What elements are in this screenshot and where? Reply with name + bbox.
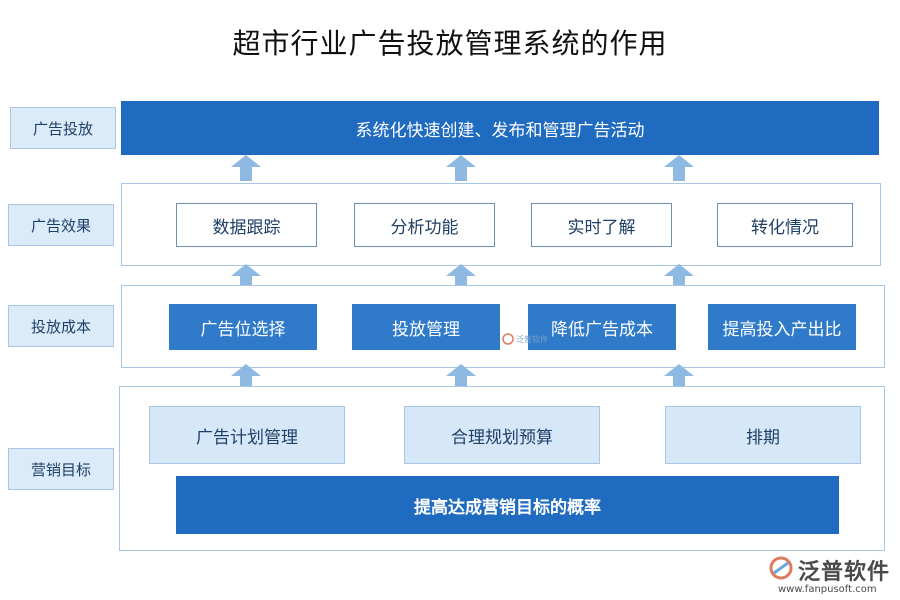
up-arrow-icon [664, 155, 694, 181]
box-improve-roi: 提高投入产出比 [708, 304, 856, 350]
layer-label-ad-placement: 广告投放 [10, 107, 116, 149]
up-arrow-icon [231, 264, 261, 290]
box-ad-plan-management: 广告计划管理 [149, 406, 345, 464]
up-arrow-icon [446, 155, 476, 181]
box-analysis-function: 分析功能 [354, 203, 495, 247]
top-bar-ad-management: 系统化快速创建、发布和管理广告活动 [121, 101, 879, 155]
brand-url: www.fanpusoft.com [778, 584, 877, 595]
brand-name: 泛普软件 [798, 560, 891, 585]
box-scheduling: 排期 [665, 406, 861, 464]
layer-label-placement-cost: 投放成本 [8, 305, 114, 347]
box-conversion: 转化情况 [717, 203, 853, 247]
up-arrow-icon [664, 264, 694, 290]
diagram-title: 超市行业广告投放管理系统的作用 [232, 27, 668, 60]
brand-logo: 泛普软件 www.fanpusoft.com [766, 552, 896, 598]
box-realtime-insight: 实时了解 [531, 203, 672, 247]
up-arrow-icon [446, 264, 476, 290]
brand-logo-icon [769, 556, 793, 580]
watermark: 泛普软件 [502, 331, 562, 347]
up-arrow-icon [231, 364, 261, 390]
bottom-bar-goal-achievement: 提高达成营销目标的概率 [176, 476, 839, 534]
box-data-tracking: 数据跟踪 [176, 203, 317, 247]
up-arrow-icon [446, 364, 476, 390]
box-reduce-ad-cost: 降低广告成本 [528, 304, 676, 350]
box-budget-planning: 合理规划预算 [404, 406, 600, 464]
up-arrow-icon [664, 364, 694, 390]
layer-label-ad-effect: 广告效果 [8, 204, 114, 246]
box-placement-management: 投放管理 [352, 304, 500, 350]
watermark-logo-icon [502, 333, 514, 345]
up-arrow-icon [231, 155, 261, 181]
layer-label-marketing-goal: 营销目标 [8, 448, 114, 490]
box-ad-slot-selection: 广告位选择 [169, 304, 317, 350]
watermark-text: 泛普软件 [516, 334, 548, 344]
